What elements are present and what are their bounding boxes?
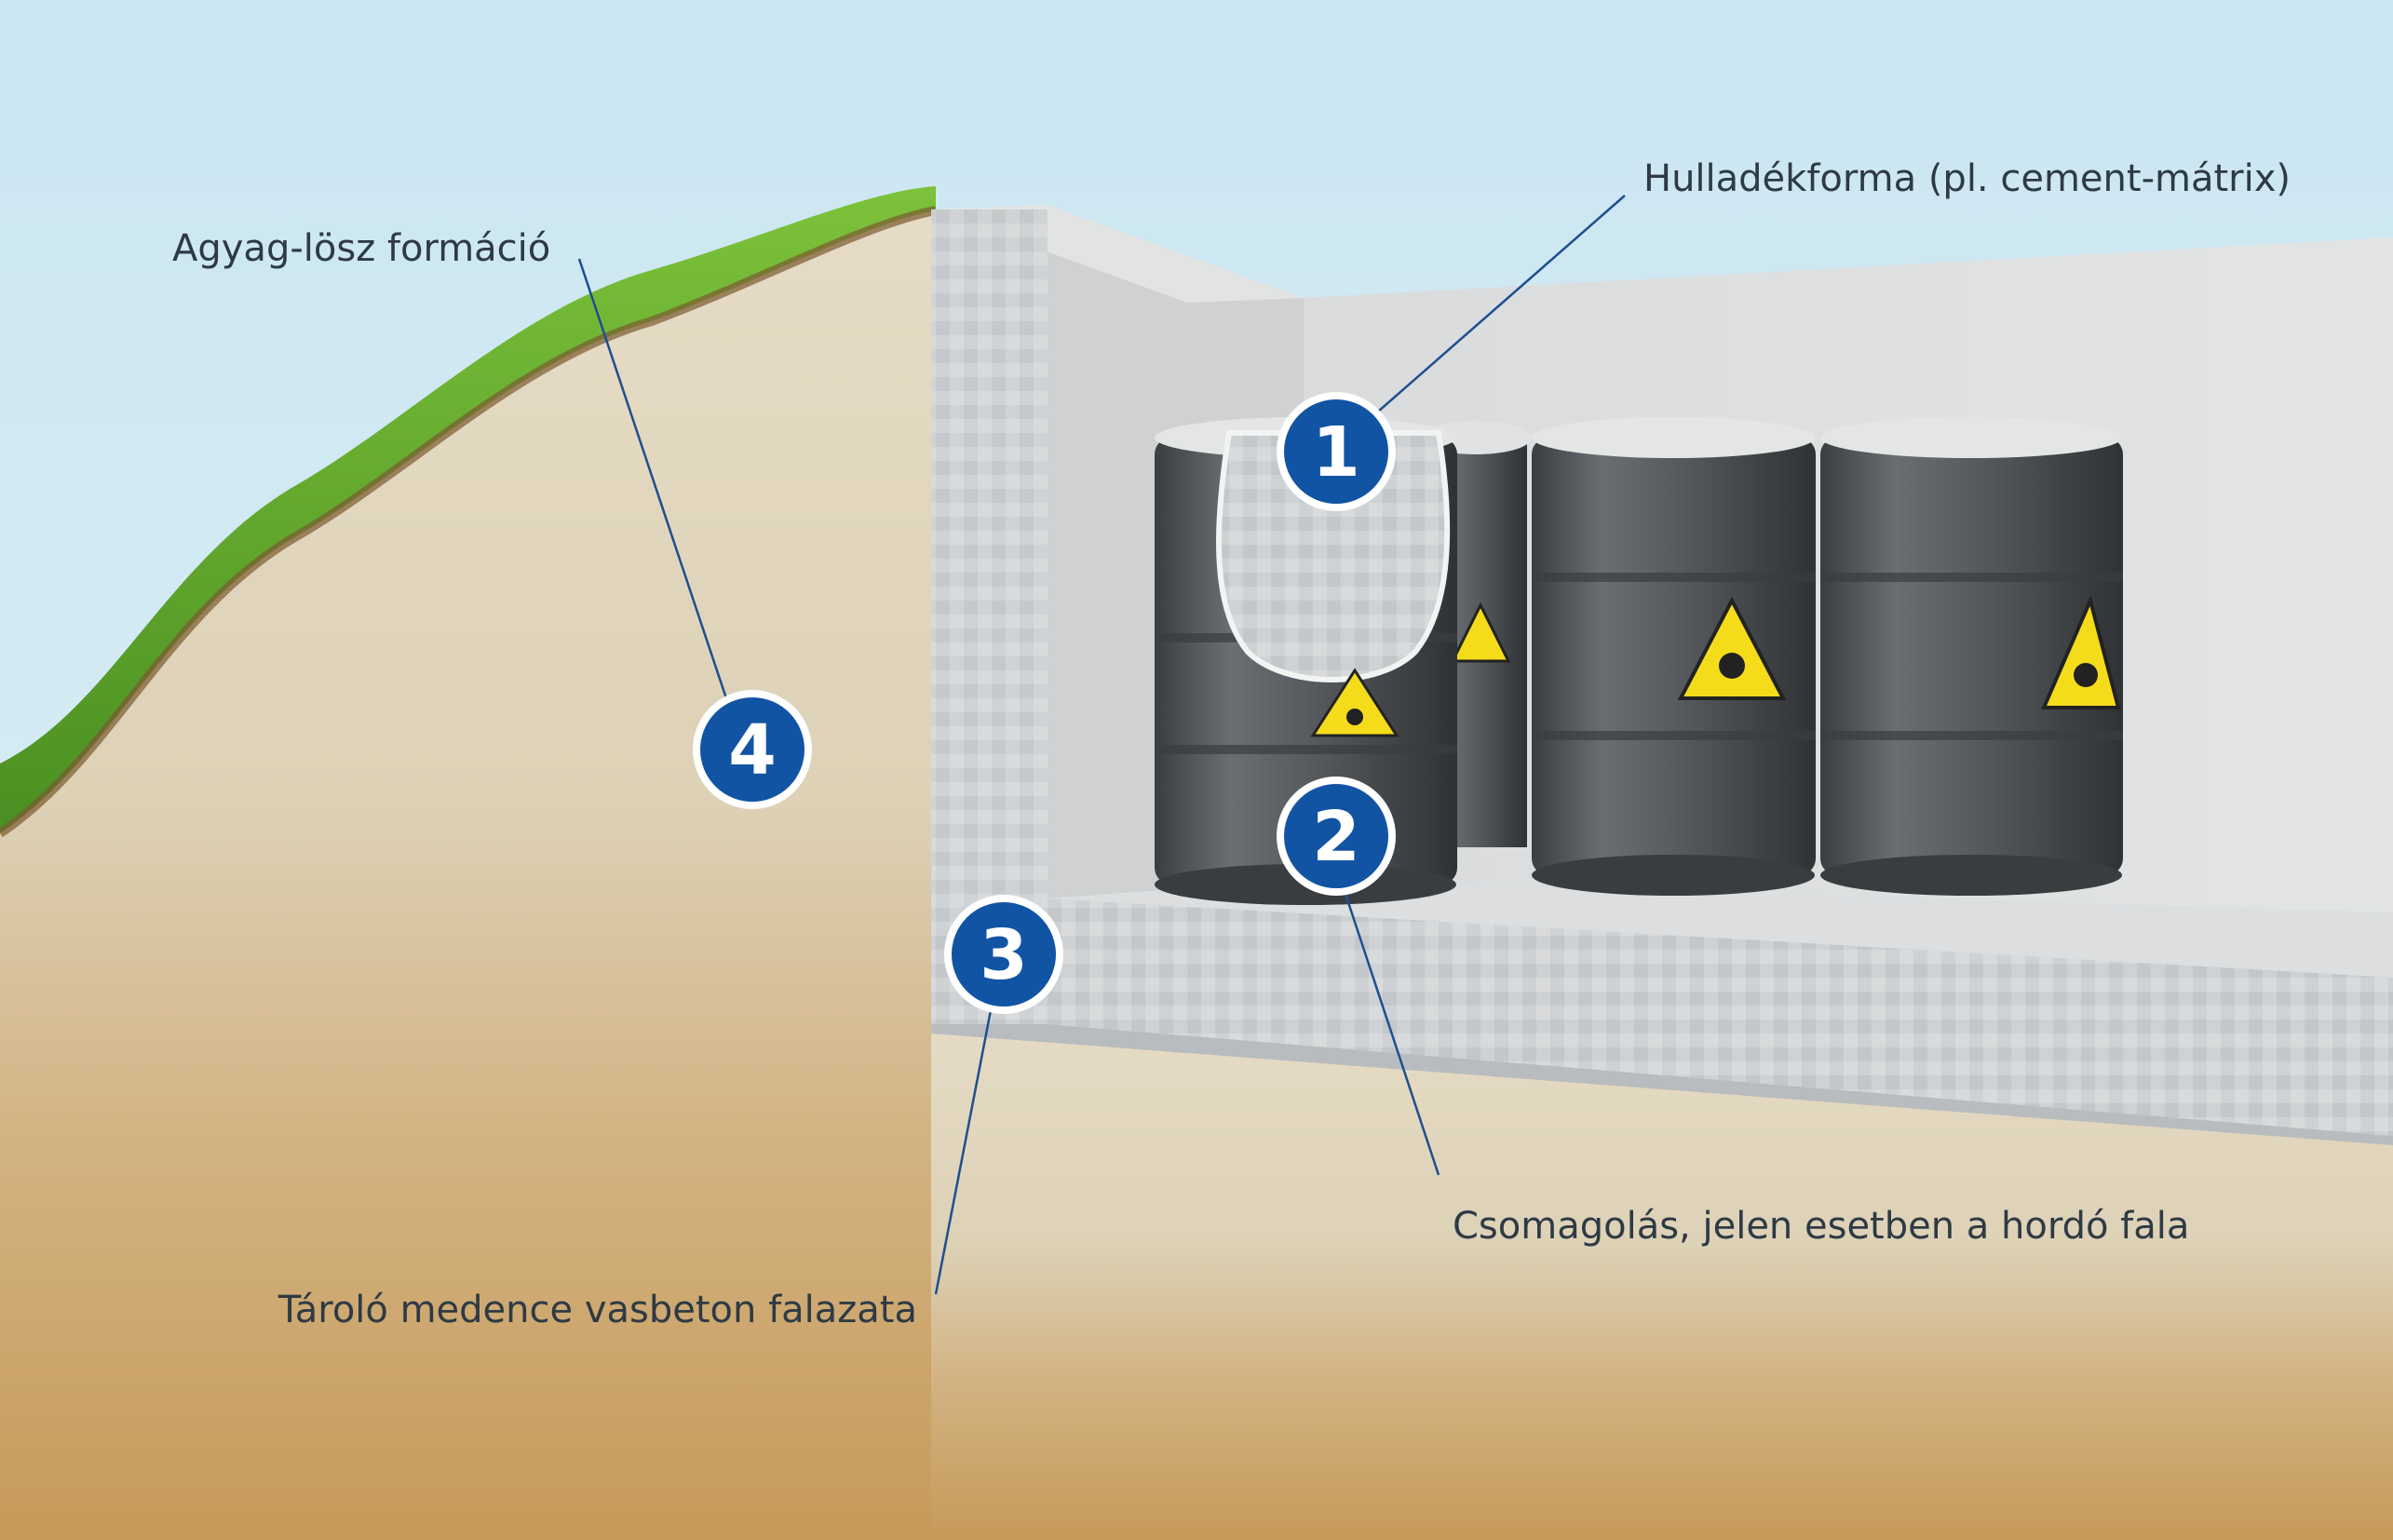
label-packaging: Csomagolás, jelen esetben a hordó fala [1453,1205,2189,1248]
barrel-4 [1820,417,2123,896]
soil-formation [0,200,931,1540]
label-geology: Agyag-lösz formáció [172,227,550,270]
svg-text:1: 1 [1312,412,1360,493]
radiation-trefoil-icon-3 [1719,653,1745,679]
leader-4 [577,258,733,713]
hazard-sign-1 [1310,668,1399,737]
badge-3: 3 [944,895,1063,1014]
grass-root-line [0,206,937,838]
radiation-trefoil-icon [1346,709,1363,725]
hazard-sign-3 [1677,596,1787,700]
badge-1: 1 [1277,392,1396,511]
leader-1 [1377,195,1626,412]
badge-4: 4 [693,690,812,809]
svg-text:3: 3 [980,915,1028,995]
svg-text:4: 4 [728,710,777,790]
hazard-sign-back [1450,601,1511,663]
leader-3 [934,1005,994,1295]
basin-left-wall-section [931,209,1048,1024]
leader-2 [1339,879,1440,1176]
basin-floor-section-shade [931,1024,2393,1145]
hazard-sign-4 [2040,594,2121,709]
barrel-3 [1532,417,1816,896]
basin-floor [1048,880,2393,978]
radiation-trefoil-icon-4 [2074,663,2098,687]
cement-matrix [1215,430,1451,682]
label-concrete-wall: Tároló medence vasbeton falazata [277,1289,917,1331]
svg-text:2: 2 [1312,797,1360,877]
basin-floor-section [931,898,2393,1136]
badge-2: 2 [1277,777,1396,896]
label-waste-form: Hulladékforma (pl. cement-mátrix) [1643,157,2291,200]
